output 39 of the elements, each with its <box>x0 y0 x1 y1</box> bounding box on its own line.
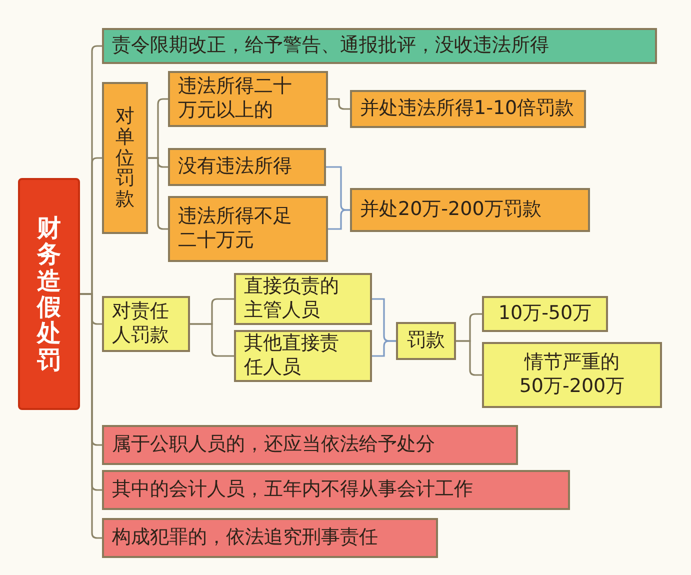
topic-text: 没有违法所得 <box>178 155 292 179</box>
topic-text: 违法所得不足二十万元 <box>178 205 292 253</box>
topic-text: 责令限期改正，给予警告、通报批评，没收违法所得 <box>112 34 549 58</box>
topic-box <box>102 82 148 234</box>
topic-box <box>234 330 372 382</box>
topic-text: 并处20万-200万罚款 <box>360 198 542 222</box>
topic-text: 罚款 <box>407 329 445 353</box>
topic-box <box>350 188 590 232</box>
connector-line <box>80 293 102 539</box>
topic-text: 属于公职人员的，还应当依法给予处分 <box>112 433 435 457</box>
topic-text: 构成犯罪的，依法追究刑事责任 <box>112 526 378 550</box>
topic-text: 对责任人罚款 <box>112 300 169 348</box>
topic-box <box>350 90 586 128</box>
topic-text: 违法所得二十万元以上的 <box>178 75 292 123</box>
topic-box <box>168 148 326 186</box>
topic-text: 情节严重的50万-200万 <box>518 351 626 399</box>
topic-box <box>102 28 657 64</box>
topic-box <box>396 322 456 360</box>
topic-text: 直接负责的主管人员 <box>244 275 339 323</box>
topic-box <box>482 296 608 332</box>
topic-box <box>168 71 328 127</box>
root-topic-box <box>18 178 80 410</box>
topic-text: 对单位罚款 <box>116 106 134 210</box>
topic-box <box>102 470 570 510</box>
topic-text: 其中的会计人员，五年内不得从事会计工作 <box>112 478 473 502</box>
topic-text: 其他直接责任人员 <box>244 332 339 380</box>
topic-box <box>168 196 328 262</box>
connector-line <box>148 157 168 230</box>
connector-line <box>190 323 234 357</box>
topic-text: 并处违法所得1-10倍罚款 <box>360 97 574 121</box>
topic-text: 10万-50万 <box>498 302 592 326</box>
topic-box <box>102 425 518 465</box>
connector-line <box>328 98 350 110</box>
topic-box <box>102 296 190 352</box>
connector-line <box>372 340 396 357</box>
topic-box <box>102 518 438 558</box>
topic-box <box>482 342 662 408</box>
topic-box <box>234 273 372 325</box>
topic-text: 财务造假处罚 <box>37 214 61 374</box>
